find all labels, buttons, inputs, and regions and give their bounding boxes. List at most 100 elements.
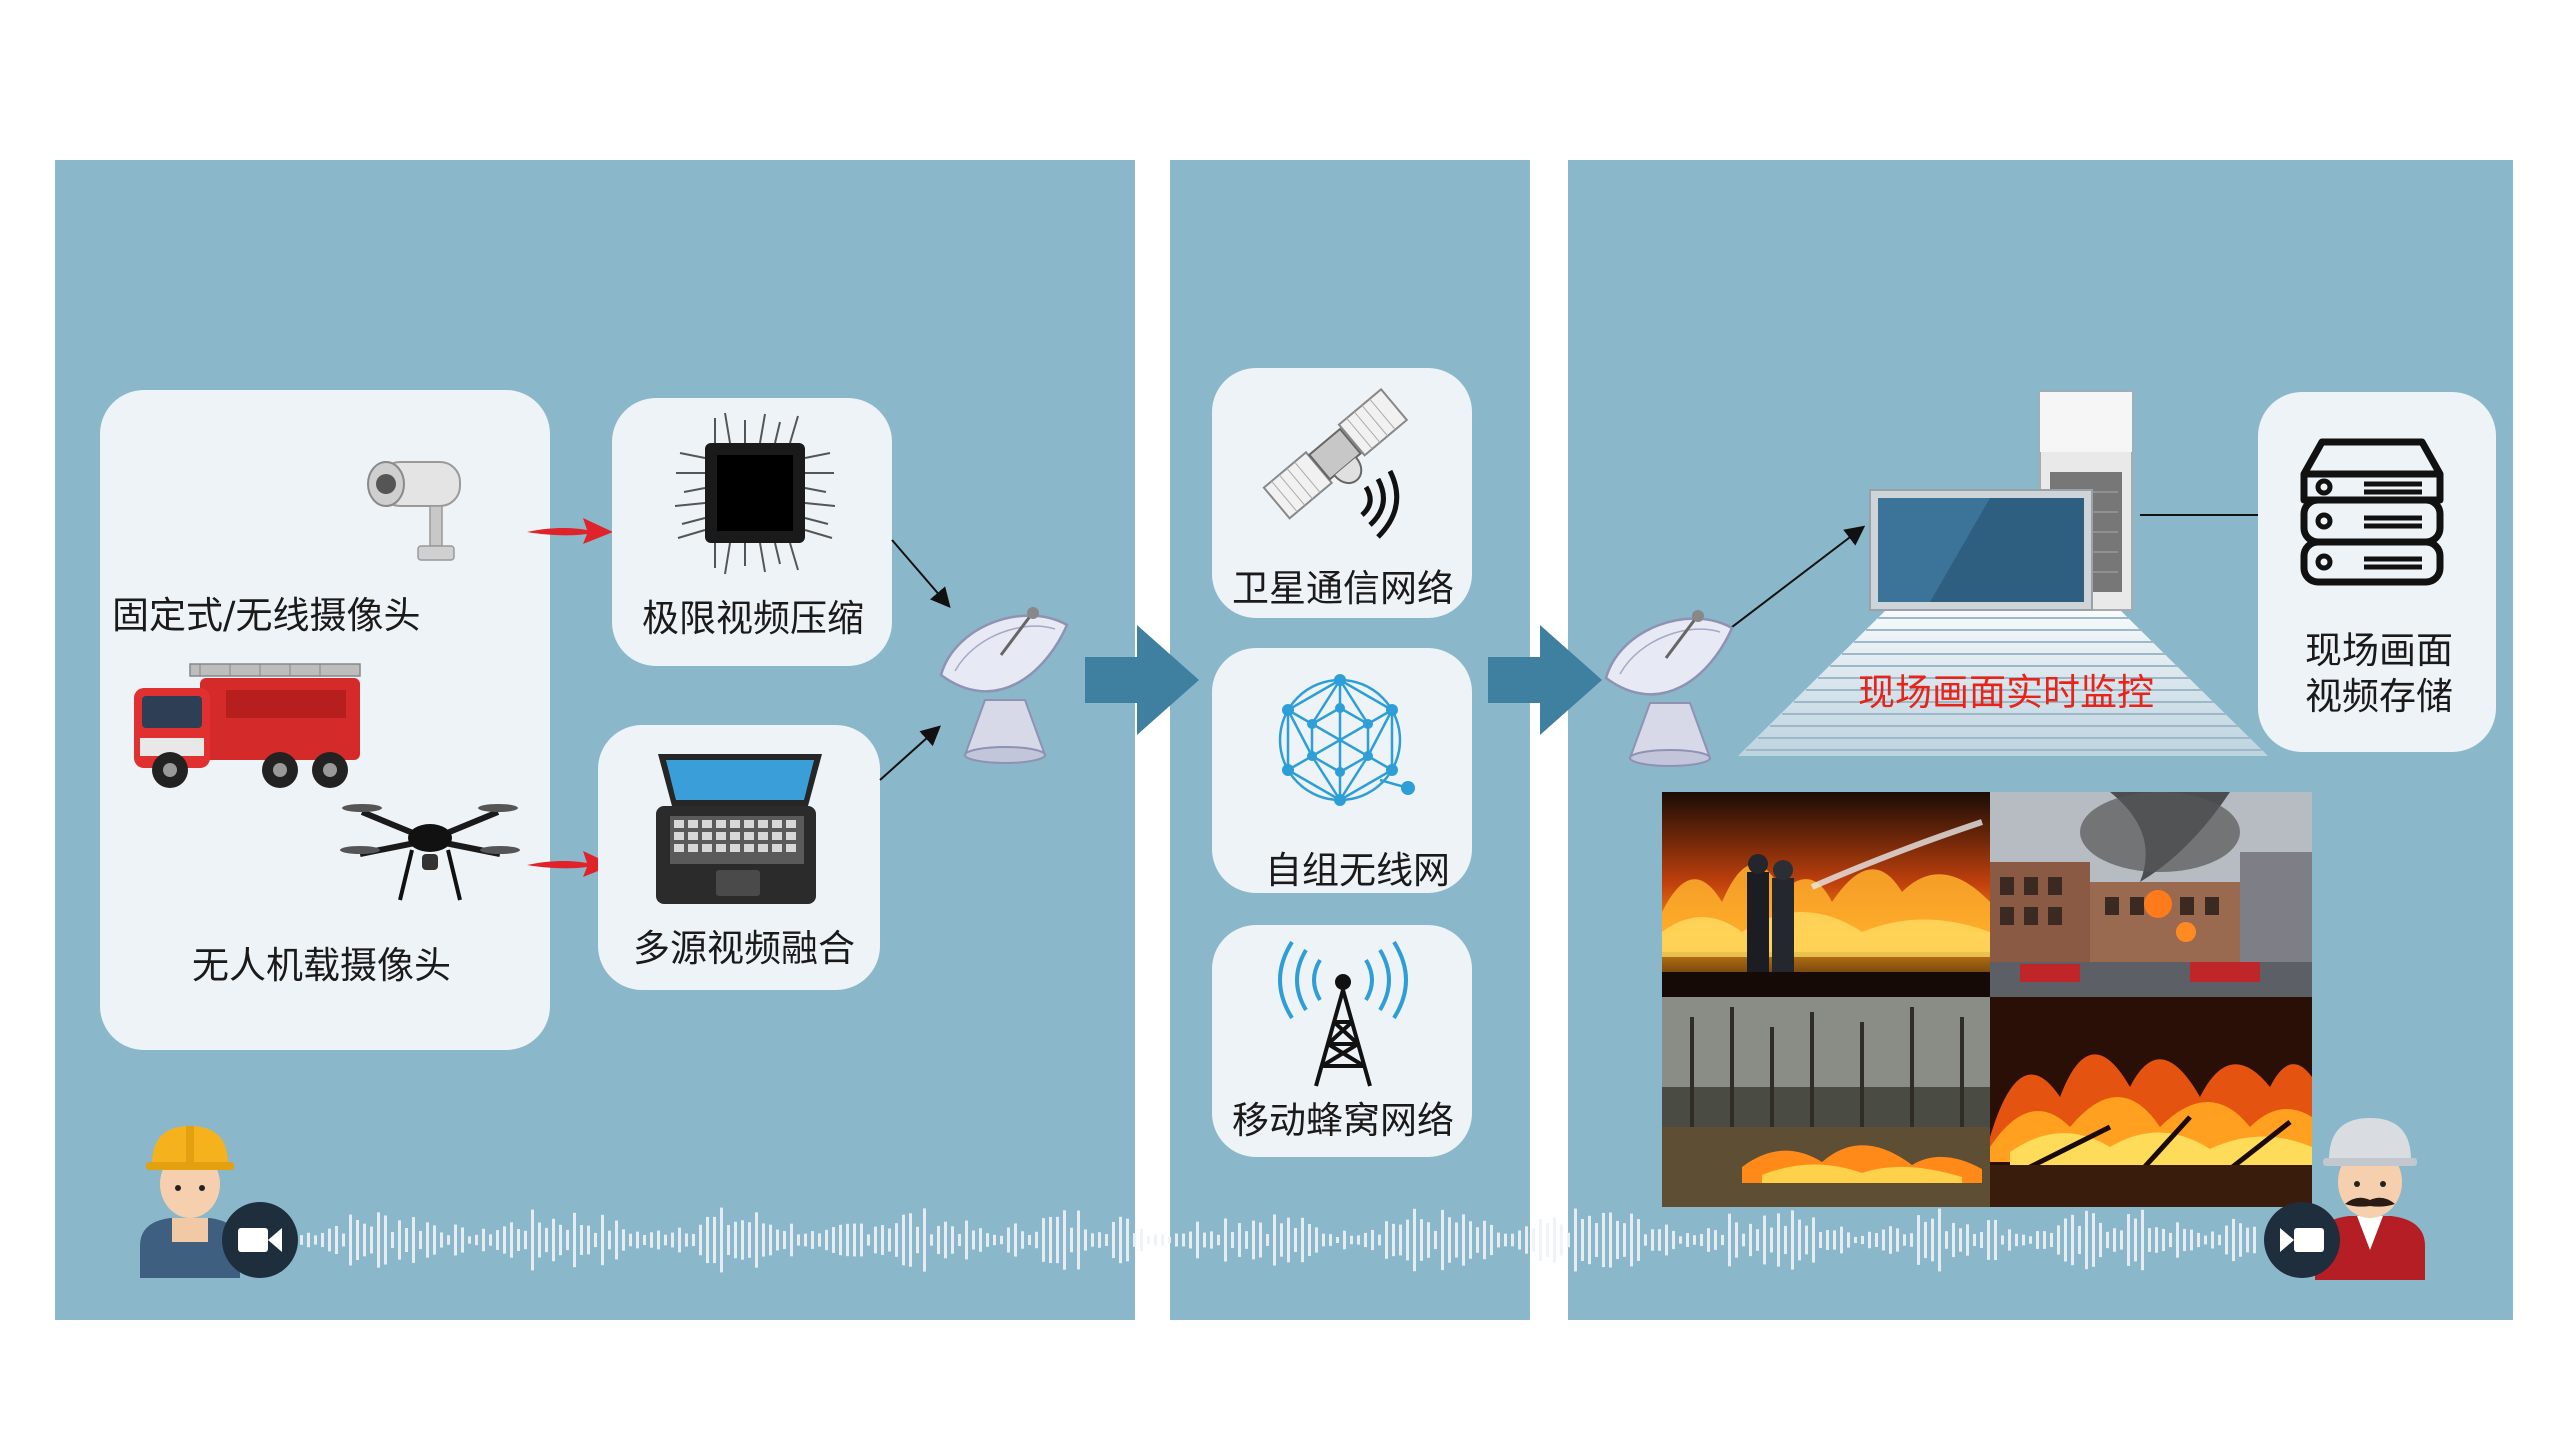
waveform-bar: [1112, 1221, 1115, 1259]
waveform-bar: [1448, 1217, 1451, 1263]
waveform-bar: [1308, 1223, 1311, 1257]
waveform-bar: [902, 1214, 905, 1266]
waveform-bar: [1931, 1218, 1934, 1262]
waveform-bar: [1406, 1219, 1409, 1261]
waveform-bar: [503, 1226, 506, 1254]
fire-scene-photo-forest: [1662, 997, 1990, 1207]
waveform-bar: [944, 1221, 947, 1259]
waveform-bar: [1455, 1222, 1458, 1258]
waveform-bar: [769, 1224, 772, 1256]
waveform-bar: [461, 1227, 464, 1253]
adhoc-network-label: 自组无线网: [1265, 849, 1450, 892]
waveform-bar: [349, 1214, 352, 1266]
waveform-bar: [741, 1220, 744, 1260]
waveform-bar: [1749, 1223, 1752, 1257]
waveform-bar: [1791, 1210, 1794, 1270]
waveform-bar: [1917, 1215, 1920, 1265]
waveform-bar: [314, 1235, 317, 1245]
waveform-bar: [2183, 1228, 2186, 1252]
video-compression-label: 极限视频压缩: [642, 597, 864, 640]
satellite-icon: [1250, 375, 1425, 545]
waveform-bar: [1630, 1213, 1633, 1267]
fire-scene-photo-blaze: [1990, 997, 2312, 1207]
video-storage-card: [2258, 392, 2496, 752]
waveform-bar: [1217, 1234, 1220, 1246]
monitor-reflection: [1738, 608, 2268, 756]
waveform-bar: [2190, 1229, 2193, 1251]
waveform-bar: [1350, 1235, 1353, 1245]
waveform-bar: [1168, 1236, 1171, 1244]
waveform-bar: [1602, 1212, 1605, 1268]
fire-scene-photo-firefighters: [1662, 792, 1990, 997]
waveform-bar: [2176, 1222, 2179, 1258]
waveform-bar: [2050, 1232, 2053, 1248]
waveform-bar: [1196, 1221, 1199, 1259]
waveform-bar: [818, 1233, 821, 1247]
waveform-bar: [1497, 1232, 1500, 1248]
waveform-bar: [1861, 1235, 1864, 1245]
waveform-bar: [1007, 1227, 1010, 1253]
waveform-bar: [1119, 1216, 1122, 1264]
waveform-bar: [755, 1212, 758, 1268]
waveform-bar: [1210, 1231, 1213, 1249]
waveform-bar: [1889, 1226, 1892, 1254]
waveform-bar: [2246, 1227, 2249, 1253]
waveform-bar: [2141, 1209, 2144, 1271]
waveform-bar: [1966, 1224, 1969, 1256]
waveform-bar: [1511, 1233, 1514, 1247]
waveform-bar: [2204, 1235, 2207, 1245]
waveform-bar: [629, 1233, 632, 1247]
waveform-bar: [2225, 1225, 2228, 1255]
waveform-bar: [2043, 1231, 2046, 1249]
supervisor-avatar-icon: [2305, 1110, 2435, 1280]
waveform-bar: [517, 1228, 520, 1252]
waveform-bar: [2092, 1213, 2095, 1267]
audio-waveform: [300, 1200, 2260, 1280]
waveform-bar: [2015, 1233, 2018, 1247]
waveform-bar: [888, 1228, 891, 1252]
waveform-bar: [1252, 1220, 1255, 1260]
waveform-bar: [1049, 1216, 1052, 1264]
waveform-bar: [930, 1234, 933, 1246]
waveform-bar: [811, 1231, 814, 1249]
waveform-bar: [531, 1209, 534, 1271]
waveform-bar: [2218, 1234, 2221, 1246]
waveform-bar: [657, 1230, 660, 1250]
waveform-bar: [1868, 1231, 1871, 1249]
waveform-bar: [1567, 1232, 1570, 1248]
waveform-bar: [1539, 1219, 1542, 1261]
waveform-bar: [1280, 1223, 1283, 1257]
waveform-bar: [1259, 1222, 1262, 1258]
waveform-bar: [1434, 1230, 1437, 1250]
waveform-bar: [391, 1232, 394, 1248]
waveform-bar: [1532, 1228, 1535, 1252]
waveform-bar: [1245, 1231, 1248, 1249]
waveform-bar: [622, 1229, 625, 1251]
waveform-bar: [1329, 1234, 1332, 1246]
waveform-bar: [734, 1221, 737, 1259]
waveform-bar: [566, 1229, 569, 1251]
waveform-bar: [496, 1230, 499, 1250]
satellite-dish-icon-left: [935, 605, 1075, 765]
waveform-bar: [2155, 1227, 2158, 1253]
waveform-bar: [2029, 1236, 2032, 1244]
waveform-bar: [1658, 1229, 1661, 1251]
waveform-bar: [2134, 1218, 2137, 1262]
waveform-bar: [1840, 1226, 1843, 1254]
waveform-bar: [1399, 1224, 1402, 1256]
waveform-bar: [356, 1219, 359, 1261]
waveform-bar: [1924, 1221, 1927, 1259]
waveform-bar: [1385, 1221, 1388, 1259]
waveform-bar: [1126, 1218, 1129, 1262]
waveform-bar: [1343, 1230, 1346, 1250]
waveform-bar: [1357, 1235, 1360, 1245]
waveform-bar: [454, 1224, 457, 1256]
waveform-bar: [475, 1234, 478, 1246]
waveform-bar: [986, 1233, 989, 1247]
waveform-bar: [1616, 1220, 1619, 1260]
waveform-bar: [1140, 1228, 1143, 1252]
waveform-bar: [1546, 1223, 1549, 1257]
waveform-bar: [1679, 1236, 1682, 1244]
waveform-bar: [1014, 1223, 1017, 1257]
waveform-bar: [426, 1222, 429, 1258]
